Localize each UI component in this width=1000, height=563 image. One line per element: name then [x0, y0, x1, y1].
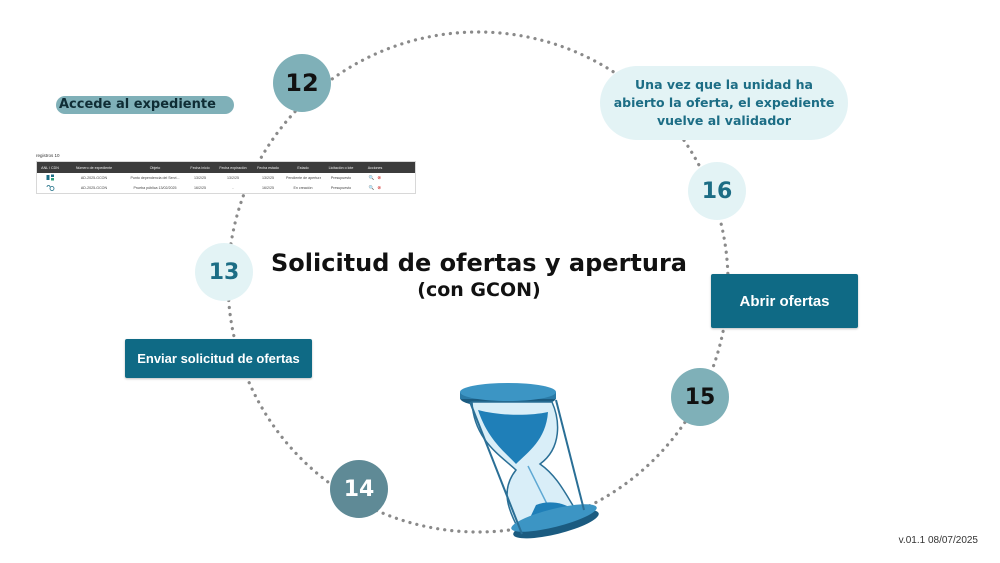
search-icon[interactable]: 🔍: [368, 185, 375, 190]
diagram-title: Solicitud de ofertas y apertura (con GCO…: [255, 248, 703, 302]
table-cell: AD-2025-GCON: [80, 176, 108, 180]
table-cell: 13/2/25: [262, 176, 274, 180]
table-header-cell: Acciones: [367, 165, 383, 170]
table-header-cell: Fecha inicio: [190, 165, 210, 170]
step-12-badge: 12: [273, 54, 331, 112]
table-header-cell: ANL / CDN: [41, 165, 59, 170]
cancel-icon[interactable]: ⊗: [377, 175, 382, 180]
table-cell: 16/2/25: [194, 186, 206, 190]
table-header-cell: Fecha expiración: [219, 165, 247, 170]
table-cell: AD-2025-GCON: [80, 186, 108, 190]
info-bubble: Una vez que la unidad ha abierto la ofer…: [600, 66, 848, 140]
expedientes-table: ANL / CDN Número de expediente Objeto Fe…: [36, 161, 416, 194]
step-15-badge: 15: [671, 368, 729, 426]
table-header-cell: Objeto: [149, 165, 161, 170]
document-group-icon: [46, 174, 54, 181]
version-label: v.01.1 08/07/2025: [898, 535, 978, 546]
row-type-icon: [37, 174, 63, 182]
table-cell: Presupuesto: [330, 176, 352, 180]
hourglass-icon: [460, 383, 599, 539]
document-link-icon: [46, 185, 54, 191]
search-icon[interactable]: 🔍: [368, 175, 375, 180]
table-cell: Prueba pública 13/02/2025: [133, 186, 177, 190]
cancel-icon[interactable]: ⊗: [377, 185, 382, 190]
accede-expediente-label: Accede al expediente: [56, 96, 234, 114]
table-header-cell: Estado: [297, 165, 309, 170]
enviar-solicitud-button[interactable]: Enviar solicitud de ofertas: [125, 339, 312, 378]
row-actions: 🔍 ⊗: [361, 175, 389, 181]
table-cell: Presupuesto: [330, 186, 352, 190]
table-header-cell: Número de expediente: [75, 165, 113, 170]
table-header-cell: Fecha estado: [257, 165, 279, 170]
table-cell: 13/2/25: [227, 176, 239, 180]
step-14-badge: 14: [330, 460, 388, 518]
title-line-2: (con GCON): [417, 279, 541, 301]
row-type-icon: [37, 184, 63, 192]
table-cell: Punto dependencia del Servi...: [130, 176, 180, 180]
step-13-badge: 13: [195, 243, 253, 301]
table-row[interactable]: AD-2025-GCON Prueba pública 13/02/2025 1…: [37, 183, 415, 193]
abrir-ofertas-button[interactable]: Abrir ofertas: [711, 274, 858, 328]
table-header-row: ANL / CDN Número de expediente Objeto Fe…: [37, 162, 415, 173]
table-header-cell: Licitación o lote: [328, 165, 354, 170]
table-cell: En creación: [293, 186, 313, 190]
row-actions: 🔍 ⊗: [361, 185, 389, 191]
expedientes-table-screenshot: registros 10 ANL / CDN Número de expedie…: [36, 153, 416, 194]
table-cell: 13/2/25: [194, 176, 206, 180]
step-16-badge: 16: [688, 162, 746, 220]
table-cell: -: [232, 186, 234, 190]
title-line-1: Solicitud de ofertas y apertura: [270, 249, 687, 277]
table-cell: Pendiente de apertura: [286, 176, 321, 180]
table-caption: registros 10: [36, 153, 60, 158]
table-cell: 16/2/25: [262, 186, 274, 190]
